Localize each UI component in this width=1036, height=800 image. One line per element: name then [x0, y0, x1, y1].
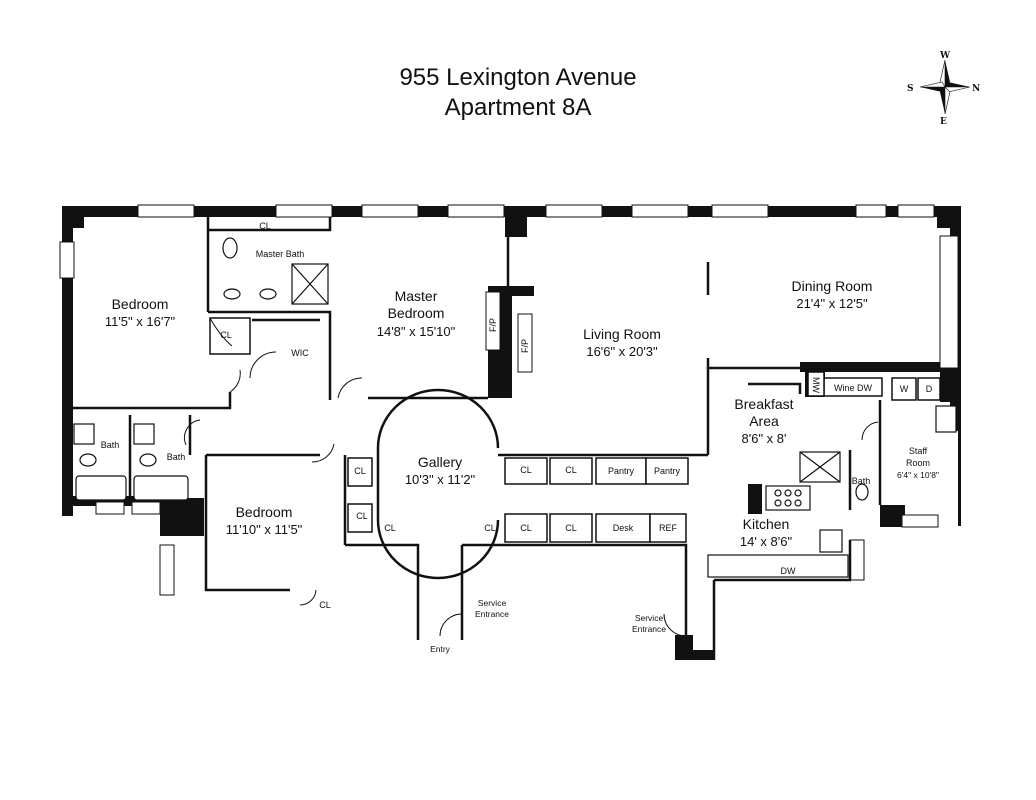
- fixtures: [73, 237, 957, 578]
- room-bedroom-left-dims: 11'5" x 16'7": [105, 314, 176, 329]
- room-breakfast-name2: Area: [749, 413, 779, 429]
- label-cl-1: CL: [259, 221, 271, 231]
- compass-w: W: [939, 51, 951, 61]
- windows: [59, 204, 959, 596]
- room-master-bedroom-name1: Master: [395, 288, 438, 304]
- label-bath-3: Bath: [852, 476, 871, 486]
- label-cl-9: CL: [565, 465, 577, 475]
- label-d: D: [926, 384, 933, 394]
- label-cl-5: CL: [384, 523, 396, 533]
- label-wic: WIC: [291, 348, 309, 358]
- plan-title-address: 955 Lexington Avenue: [399, 64, 637, 91]
- label-cl-4: CL: [356, 511, 368, 521]
- label-dw: DW: [781, 566, 796, 576]
- room-gallery-dims: 10'3" x 11'2": [405, 472, 476, 487]
- room-breakfast-name1: Breakfast: [734, 396, 793, 412]
- compass-n: N: [972, 84, 980, 94]
- label-ref: REF: [659, 523, 678, 533]
- label-bath-2: Bath: [167, 452, 186, 462]
- label-bath-1: Bath: [101, 440, 120, 450]
- room-dining-room-dims: 21'4" x 12'5": [796, 296, 868, 311]
- label-fp-2: F/P: [520, 339, 530, 353]
- label-pantry-1: Pantry: [608, 466, 635, 476]
- room-bedroom-lower-dims: 11'10" x 11'5": [226, 522, 303, 537]
- label-w: W: [900, 384, 909, 394]
- label-entry: Entry: [430, 644, 451, 654]
- label-cl-7: CL: [484, 523, 496, 533]
- room-master-bath-name: Master Bath: [256, 249, 305, 259]
- label-pantry-2: Pantry: [654, 466, 681, 476]
- label-mw: MW: [811, 377, 821, 393]
- room-kitchen-name: Kitchen: [743, 516, 790, 532]
- room-master-bedroom-name2: Bedroom: [388, 305, 445, 321]
- label-desk: Desk: [613, 523, 634, 533]
- fireplace-left: [485, 291, 501, 351]
- interior-walls: [73, 217, 882, 660]
- label-fp-1: F/P: [488, 318, 498, 332]
- label-cl-3: CL: [354, 466, 366, 476]
- room-dining-room-name: Dining Room: [792, 278, 873, 294]
- room-master-bedroom-dims: 14'8" x 15'10": [377, 324, 456, 339]
- compass-icon: W S N E: [907, 51, 980, 127]
- room-kitchen-dims: 14' x 8'6": [740, 534, 793, 549]
- room-bedroom-lower-name: Bedroom: [236, 504, 293, 520]
- compass-e: E: [940, 117, 947, 127]
- label-service-entrance-2a: Service: [635, 613, 664, 623]
- plan-title-apartment: Apartment 8A: [444, 94, 592, 121]
- fireplace-right: [517, 313, 533, 373]
- room-staff-name2: Room: [906, 458, 930, 468]
- label-cl-6: CL: [319, 600, 331, 610]
- room-living-room-dims: 16'6" x 20'3": [586, 344, 658, 359]
- label-cl-8: CL: [520, 465, 532, 475]
- label-service-entrance-1b: Entrance: [475, 609, 509, 619]
- room-gallery-name: Gallery: [418, 454, 462, 470]
- label-wine-dw: Wine DW: [834, 383, 873, 393]
- door-swings: [184, 317, 879, 637]
- label-service-entrance-2b: Entrance: [632, 624, 666, 634]
- room-breakfast-dims: 8'6" x 8': [742, 431, 787, 446]
- label-cl-10: CL: [520, 523, 532, 533]
- label-cl-2: CL: [220, 330, 232, 340]
- label-cl-11: CL: [565, 523, 577, 533]
- gallery-shape: [376, 388, 500, 580]
- room-staff-dims: 6'4" x 10'8": [897, 470, 939, 480]
- exterior-walls: [62, 206, 961, 660]
- room-bedroom-left-name: Bedroom: [112, 296, 169, 312]
- closet-blocks: [209, 317, 941, 543]
- room-living-room-name: Living Room: [583, 326, 661, 342]
- label-service-entrance-1a: Service: [478, 598, 507, 608]
- compass-s: S: [907, 84, 914, 94]
- room-staff-name1: Staff: [909, 446, 928, 456]
